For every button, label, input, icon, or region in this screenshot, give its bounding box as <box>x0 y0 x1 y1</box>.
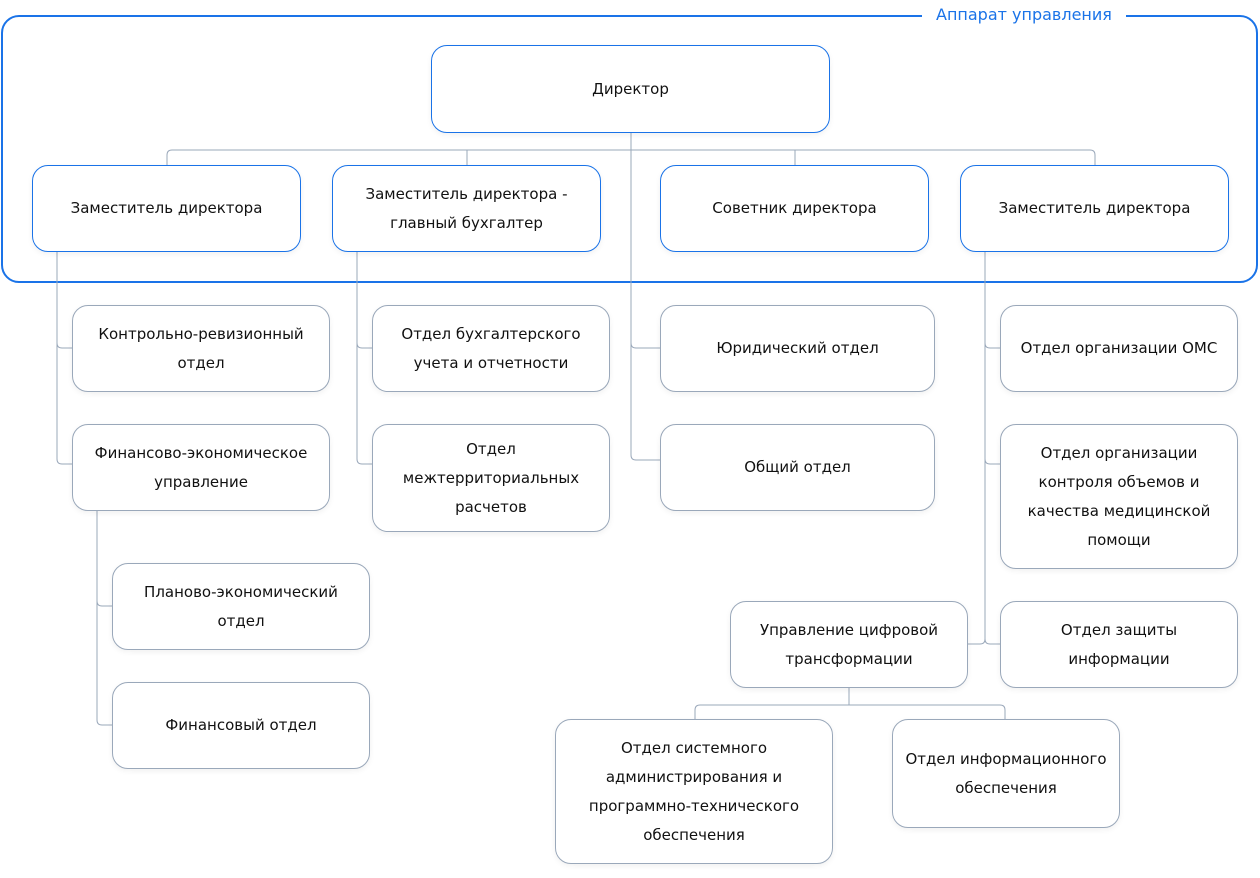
node-audit-dept[interactable]: Контрольно-ревизионный отдел <box>72 305 330 392</box>
node-deputy-1[interactable]: Заместитель директора <box>32 165 301 252</box>
connector-deputy-chief-accountant <box>356 252 372 465</box>
node-legal-dept[interactable]: Юридический отдел <box>660 305 935 392</box>
node-deputy-2[interactable]: Заместитель директора <box>960 165 1229 252</box>
management-group-frame <box>1 15 1258 283</box>
node-advisor[interactable]: Советник директора <box>660 165 929 252</box>
connector-deputy-1 <box>56 252 72 465</box>
node-planning-econ-dept[interactable]: Планово-экономический отдел <box>112 563 370 650</box>
connector-deputy-2 <box>968 252 1000 645</box>
management-group-label: Аппарат управления <box>922 4 1126 26</box>
node-oms-dept[interactable]: Отдел организации ОМС <box>1000 305 1238 392</box>
node-general-dept[interactable]: Общий отдел <box>660 424 935 511</box>
node-deputy-chief-accountant[interactable]: Заместитель директора - главный бухгалте… <box>332 165 601 252</box>
node-accounting-dept[interactable]: Отдел бухгалтерского учета и отчетности <box>372 305 610 392</box>
node-sysadmin-dept[interactable]: Отдел системного администрирования и про… <box>555 719 833 864</box>
node-digital-transformation-mgmt[interactable]: Управление цифровой трансформации <box>730 601 968 688</box>
node-interterritorial-dept[interactable]: Отдел межтерриториальных расчетов <box>372 424 610 532</box>
node-info-support-dept[interactable]: Отдел информационного обеспечения <box>892 719 1120 828</box>
node-quality-control-dept[interactable]: Отдел организации контроля объемов и кач… <box>1000 424 1238 569</box>
node-info-security-dept[interactable]: Отдел защиты информации <box>1000 601 1238 688</box>
connector-director <box>630 133 660 461</box>
node-director[interactable]: Директор <box>431 45 830 133</box>
node-finance-econ-mgmt[interactable]: Финансово-экономическое управление <box>72 424 330 511</box>
connector-digital-mgmt <box>694 688 1006 719</box>
node-finance-dept[interactable]: Финансовый отдел <box>112 682 370 769</box>
connector-finance-mgmt <box>96 511 112 726</box>
